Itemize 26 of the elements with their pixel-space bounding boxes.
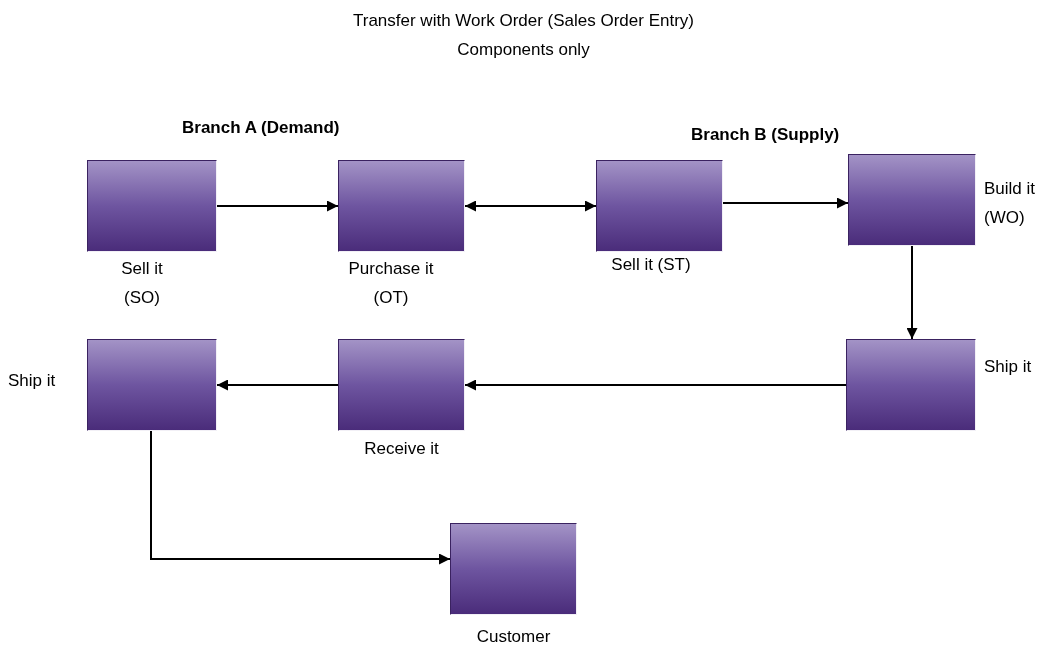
process-box [338, 160, 465, 252]
step-label: Purchase it (OT) [347, 258, 435, 309]
step-label: Sell it (ST) [611, 254, 691, 276]
process-box [87, 160, 217, 252]
process-box [338, 339, 465, 431]
step-label: Customer [475, 626, 552, 647]
arrow [464, 379, 847, 391]
step-label: Sell it (SO) [120, 258, 164, 309]
branch-heading: Branch B (Supply) [691, 125, 840, 145]
arrow [722, 197, 849, 209]
process-box [450, 523, 577, 615]
diagram-title: Transfer with Work Order (Sales Order Entry) Components only [352, 10, 695, 61]
arrow [216, 379, 339, 391]
step-label: Build it (WO) [984, 178, 1037, 229]
process-box [87, 339, 217, 431]
process-box [596, 160, 723, 252]
arrow [216, 200, 339, 212]
step-label: Ship it [8, 370, 57, 392]
arrow [150, 430, 451, 565]
process-box [848, 154, 976, 246]
arrow [464, 200, 597, 212]
process-box [846, 339, 976, 431]
branch-heading: Branch A (Demand) [182, 118, 340, 138]
step-label: Receive it [363, 438, 440, 460]
step-label: Ship it [984, 356, 1033, 378]
arrow [906, 245, 918, 340]
